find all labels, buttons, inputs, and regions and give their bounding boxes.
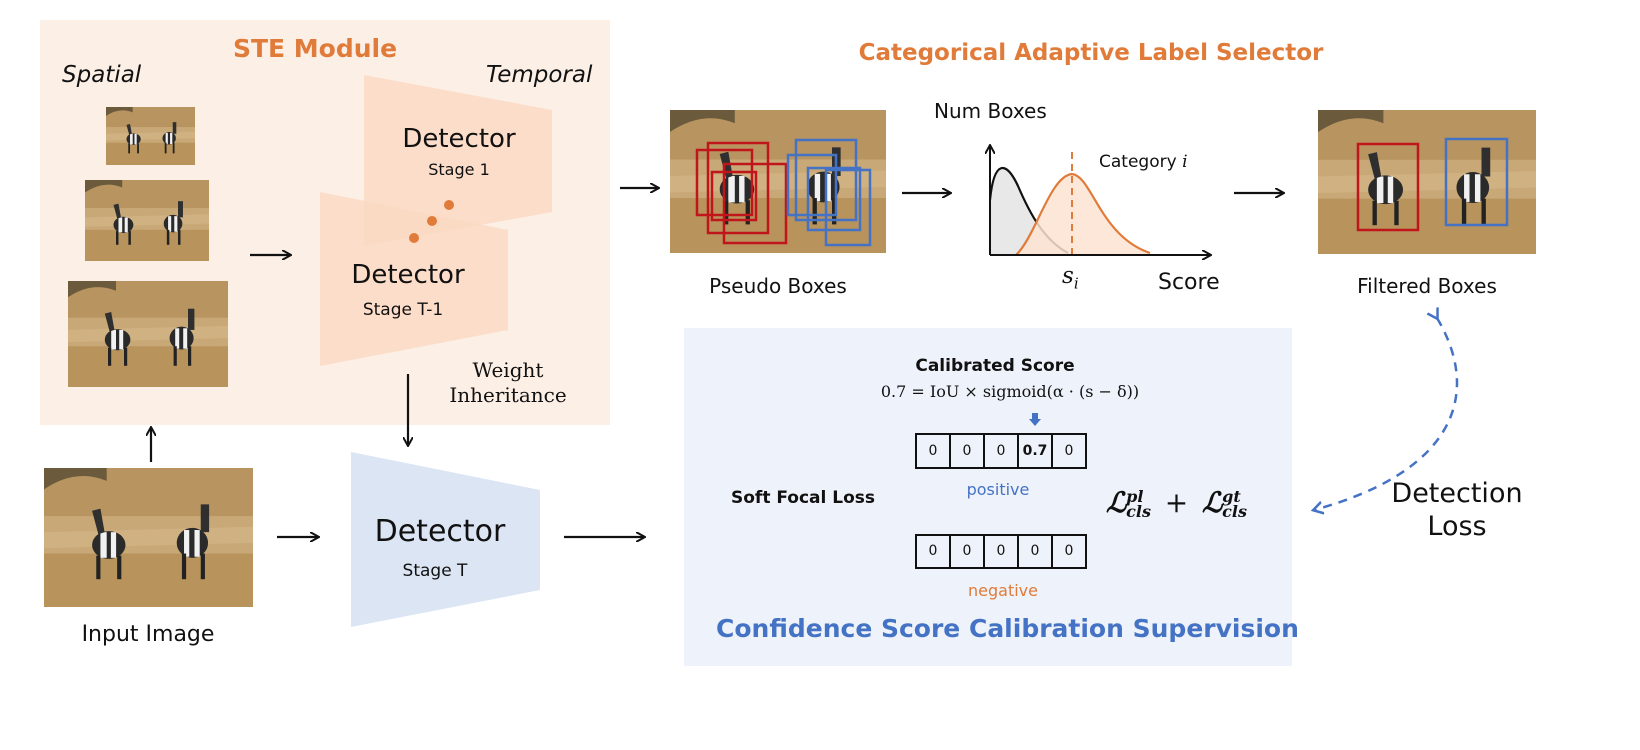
weight-inheritance-line1: Weight bbox=[472, 358, 544, 382]
filtered-box-red bbox=[1356, 142, 1420, 232]
calibrated-score-title: Calibrated Score bbox=[915, 356, 1075, 376]
loss-symbol: ℒ bbox=[1106, 486, 1127, 519]
loss-symbol: ℒ bbox=[1201, 486, 1223, 519]
vector-cell-highlight: 0.7 bbox=[1019, 435, 1053, 467]
ste-module-title: STE Module bbox=[232, 34, 398, 63]
threshold-label: si bbox=[1062, 263, 1079, 293]
loss-sup-gt: gt bbox=[1222, 487, 1241, 507]
category-word: Category bbox=[1099, 152, 1177, 172]
loss-sub-cls: cls bbox=[1222, 501, 1247, 521]
detector-stage-t-shape bbox=[351, 452, 540, 627]
vector-cell: 0 bbox=[917, 435, 951, 467]
vector-cell: 0 bbox=[1064, 543, 1074, 559]
vector-cell: 0 bbox=[985, 435, 1019, 467]
threshold-var: s bbox=[1062, 263, 1074, 289]
cscs-panel bbox=[684, 328, 1292, 666]
plot-y-label: Num Boxes bbox=[934, 99, 1047, 123]
spatial-label: Spatial bbox=[62, 62, 142, 88]
soft-focal-loss-label: Soft Focal Loss bbox=[731, 488, 876, 508]
positive-label: positive bbox=[966, 480, 1030, 499]
filtered-box-blue bbox=[1444, 137, 1509, 227]
negative-vector: 0 0 0 0 0 bbox=[915, 534, 1087, 569]
input-image-label: Input Image bbox=[81, 622, 215, 647]
pseudo-boxes-overlay bbox=[695, 138, 872, 247]
calibrated-formula: 0.7 = IoU × sigmoid(α · (s − δ)) bbox=[880, 382, 1140, 401]
ellipsis-dot bbox=[444, 200, 454, 210]
category-var: i bbox=[1182, 152, 1188, 172]
loss-sub-cls: cls bbox=[1126, 501, 1151, 521]
filtered-boxes-label: Filtered Boxes bbox=[1357, 274, 1497, 298]
stage1-title: Detector bbox=[402, 124, 516, 154]
cals-title: Categorical Adaptive Label Selector bbox=[858, 40, 1324, 66]
category-label: Category i bbox=[1099, 152, 1188, 172]
score-distribution-plot bbox=[990, 146, 1210, 255]
temporal-label: Temporal bbox=[486, 62, 593, 88]
loss-sup-pl: pl bbox=[1126, 487, 1144, 507]
vector-cell: 0 bbox=[1019, 536, 1053, 567]
dashed-curved-arrow bbox=[1314, 318, 1459, 510]
detection-loss-line2: Loss bbox=[1427, 511, 1487, 542]
ellipsis-dot bbox=[409, 233, 419, 243]
negative-label: negative bbox=[968, 581, 1038, 600]
plot-x-label: Score bbox=[1158, 270, 1220, 295]
positive-vector: 0 0 0 0.7 0 bbox=[915, 433, 1087, 469]
stage-tm1-sub: Stage T-1 bbox=[362, 300, 444, 320]
stage1-sub: Stage 1 bbox=[428, 160, 490, 179]
cscs-title: Confidence Score Calibration Supervision bbox=[716, 614, 1299, 643]
stage-t-sub: Stage T bbox=[402, 561, 468, 581]
vector-cell: 0 bbox=[985, 536, 1019, 567]
vector-cell: 0 bbox=[917, 536, 951, 567]
detection-loss-line1: Detection bbox=[1391, 478, 1523, 509]
loss-plus: + bbox=[1164, 486, 1189, 519]
weight-inheritance-line2: Inheritance bbox=[449, 383, 567, 407]
ellipsis-dot bbox=[427, 216, 437, 226]
stage-tm1-title: Detector bbox=[351, 260, 465, 290]
detector-stage-tm1-shape bbox=[320, 192, 508, 366]
vector-cell: 0 bbox=[1064, 443, 1074, 459]
pseudo-boxes-label: Pseudo Boxes bbox=[709, 274, 847, 298]
vector-cell: 0 bbox=[951, 536, 985, 567]
vector-cell: 0 bbox=[951, 435, 985, 467]
stage-t-title: Detector bbox=[374, 514, 506, 549]
detector-stage1-shape bbox=[364, 75, 552, 246]
threshold-sub: i bbox=[1073, 274, 1079, 293]
calibrated-arrow-icon bbox=[1029, 413, 1041, 426]
